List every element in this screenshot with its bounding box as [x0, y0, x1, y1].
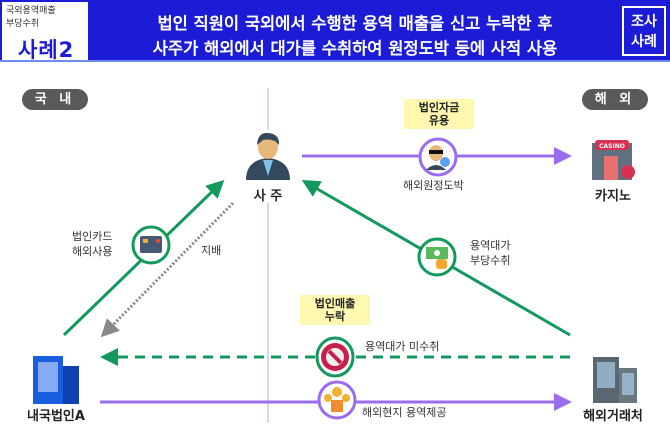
- owner-label: 사 주: [253, 189, 283, 204]
- misuse-line2: 유용: [428, 114, 450, 127]
- prohibited-icon: [315, 336, 355, 378]
- tag-line2: 부당수취: [6, 19, 40, 29]
- card-line2: 해외사용: [72, 245, 113, 258]
- badge-line2: 사례: [631, 34, 657, 50]
- casino-label: 카지노: [595, 189, 631, 204]
- omission-line1: 법인매출: [314, 297, 356, 310]
- casino-icon: CASINO: [592, 140, 635, 180]
- misuse-note: 법인자금 유용: [404, 99, 474, 129]
- omission-line2: 누락: [324, 310, 346, 323]
- card-line1: 법인카드: [72, 230, 113, 243]
- fee-line1: 용역대가: [470, 239, 511, 252]
- foreign-client-label: 해외거래처: [583, 409, 643, 424]
- foreign-building-icon: [593, 357, 637, 403]
- badge-line1: 조사: [631, 14, 657, 30]
- money-icon: [417, 237, 457, 277]
- not-received-label: 용역대가 미수취: [365, 340, 440, 353]
- svg-text:CASINO: CASINO: [599, 143, 625, 150]
- omission-note: 법인매출 누락: [300, 295, 370, 325]
- owner-icon: [246, 132, 290, 180]
- domestic-corp-label: 내국법인A: [27, 409, 85, 424]
- tag-line1: 국외용역매출: [6, 6, 56, 16]
- overseas-label: 해 외: [582, 89, 648, 110]
- title-line1: 법인 직원이 국외에서 수행한 용역 매출을 신고 누락한 후: [157, 14, 553, 33]
- misuse-line1: 법인자금: [418, 101, 460, 114]
- card-label: 법인카드 해외사용: [72, 229, 112, 259]
- control-label: 지배: [201, 244, 222, 257]
- fee-line2: 부당수취: [470, 254, 511, 267]
- control-arrow: [100, 201, 235, 338]
- title-line2: 사주가 해외에서 대가를 수취하여 원정도박 등에 사적 사용: [152, 39, 558, 58]
- credit-card-icon: [131, 225, 171, 265]
- case-title: 사례2: [18, 38, 75, 62]
- gambler-icon: [418, 137, 458, 177]
- header-banner: 국외용역매출 부당수취 사례2 법인 직원이 국외에서 수행한 용역 매출을 신…: [0, 0, 670, 62]
- gambling-label: 해외원정도박: [403, 179, 464, 192]
- workers-icon: [317, 380, 357, 420]
- case-badge: 조사 사례: [622, 6, 666, 56]
- service-label: 해외현지 용역제공: [362, 406, 447, 419]
- domestic-building-icon: [33, 356, 79, 404]
- case-tag: 국외용역매출 부당수취 사례2: [2, 2, 88, 62]
- domestic-label: 국 내: [22, 89, 88, 110]
- fee-label: 용역대가 부당수취: [470, 238, 510, 268]
